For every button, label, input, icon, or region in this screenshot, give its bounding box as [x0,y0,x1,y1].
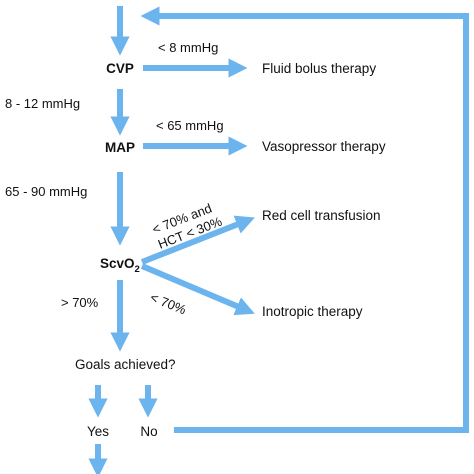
condition-cvp-low: < 8 mmHg [158,40,218,55]
condition-map-target: 65 - 90 mmHg [5,184,87,199]
node-map: MAP [105,140,135,155]
therapy-red-cell-transfusion: Red cell transfusion [262,208,381,223]
node-cvp: CVP [106,61,134,76]
node-no: No [140,424,157,439]
node-scvo2-main: ScvO [100,256,135,271]
arrow-scvo2-to-red-cell [140,215,255,265]
therapy-fluid-bolus: Fluid bolus therapy [262,61,376,76]
arrow-scvo2-to-inotropic [140,263,255,316]
therapy-vasopressor: Vasopressor therapy [262,139,386,154]
node-scvo2: ScvO2 [100,256,140,275]
condition-cvp-target: 8 - 12 mmHg [5,96,80,111]
arrow-no-loop-back [140,6,469,433]
condition-scvo2-low: < 70% [148,290,189,318]
therapy-inotropic: Inotropic therapy [262,304,363,319]
node-goals-achieved: Goals achieved? [75,357,176,372]
node-yes: Yes [87,424,109,439]
condition-scvo2-target: > 70% [61,295,99,310]
condition-map-low: < 65 mmHg [156,118,224,133]
node-scvo2-subscript: 2 [135,264,140,275]
